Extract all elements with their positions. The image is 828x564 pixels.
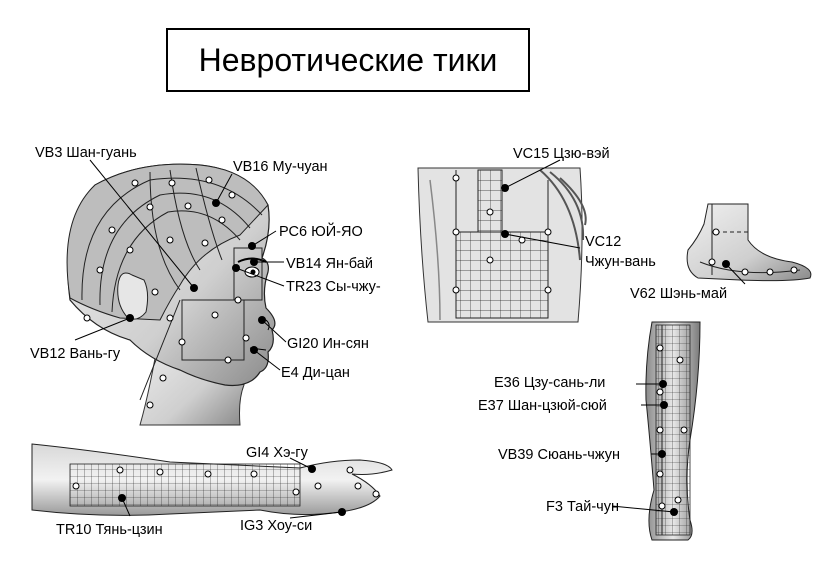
label-tr23: TR23 Сы-чжу- <box>286 279 381 295</box>
label-e37: Е37 Шан-цзюй-сюй <box>478 398 607 414</box>
label-e36: Е36 Цзу-сань-ли <box>494 375 605 391</box>
leader-lines <box>74 159 746 519</box>
title-box: Невротические тики <box>166 28 530 92</box>
label-ig3: IG3 Хоу-си <box>240 518 312 534</box>
torso-figure <box>417 167 587 323</box>
label-vb14: VB14 Ян-бай <box>286 256 373 272</box>
label-vb12: VB12 Вань-гу <box>30 346 121 362</box>
head-figure <box>66 163 276 426</box>
label-tr10: TR10 Тянь-цзин <box>56 522 163 538</box>
page-title: Невротические тики <box>198 41 498 78</box>
label-v62: V62 Шэнь-май <box>630 286 727 302</box>
label-pc6: РС6 ЮЙ-ЯО <box>279 222 363 240</box>
label-gi4: GI4 Хэ-гу <box>246 445 309 461</box>
leg-figure <box>645 321 701 541</box>
label-vb3: VB3 Шан-гуань <box>35 145 137 161</box>
label-vc12-name: Чжун-вань <box>585 254 656 270</box>
label-vc15: VC15 Цзю-вэй <box>513 146 610 162</box>
label-vb39: VB39 Сюань-чжун <box>498 447 620 463</box>
label-f3: F3 Тай-чун <box>546 499 619 515</box>
foot-figure <box>686 203 812 282</box>
label-e4: Е4 Ди-цан <box>281 365 350 381</box>
label-gi20: GI20 Ин-сян <box>287 336 369 352</box>
label-vb16: VB16 Му-чуан <box>233 159 328 175</box>
label-vc12-code: VC12 <box>585 234 621 250</box>
arm-figure <box>31 443 393 516</box>
